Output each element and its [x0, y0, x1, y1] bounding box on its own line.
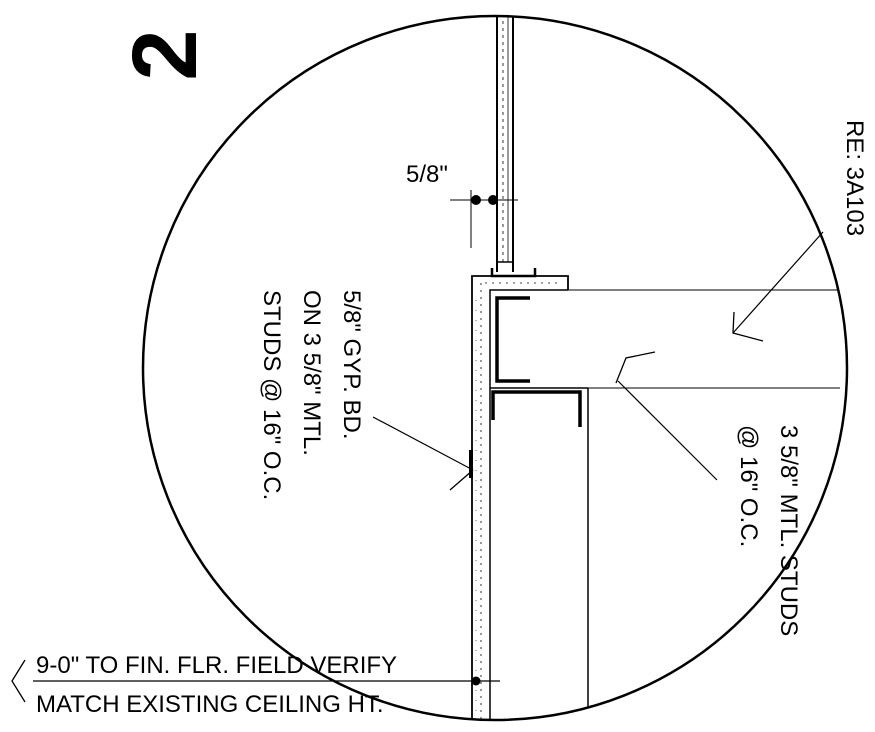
upper-wall [496, 16, 514, 272]
section-geometry [471, 16, 840, 720]
studs-line-1: 3 5/8" MTL. STUDS [775, 425, 802, 636]
ceiling-callout [11, 659, 500, 703]
reference-leader [732, 231, 824, 342]
studs-line-2: @ 16" O.C. [735, 425, 762, 547]
dimension-marker [450, 190, 518, 248]
gyp-board-note: 5/8" GYP. BD. ON 3 5/8" MTL. STUDS @ 16"… [258, 290, 365, 500]
gyp-board-line-1: 5/8" GYP. BD. [338, 290, 365, 439]
vertical-stud [490, 387, 589, 720]
studs-note: 3 5/8" MTL. STUDS @ 16" O.C. [735, 425, 802, 636]
horizontal-stud [495, 289, 840, 389]
match-ceiling-label: MATCH EXISTING CEILING HT. [36, 691, 384, 718]
gyp-board-leader [372, 416, 474, 491]
ceiling-height-label: 9-0" TO FIN. FLR. FIELD VERIFY [36, 652, 397, 679]
soffit-gyp-board [471, 275, 569, 720]
gyp-board-line-3: STUDS @ 16" O.C. [258, 290, 285, 500]
detail-number: 2 [114, 29, 216, 80]
dimension-label: 5/8" [406, 161, 448, 188]
reference-label: RE: 3A103 [841, 120, 868, 236]
gyp-board-line-2: ON 3 5/8" MTL. [298, 290, 325, 456]
studs-leader [615, 351, 718, 481]
detail-circle [141, 14, 849, 722]
